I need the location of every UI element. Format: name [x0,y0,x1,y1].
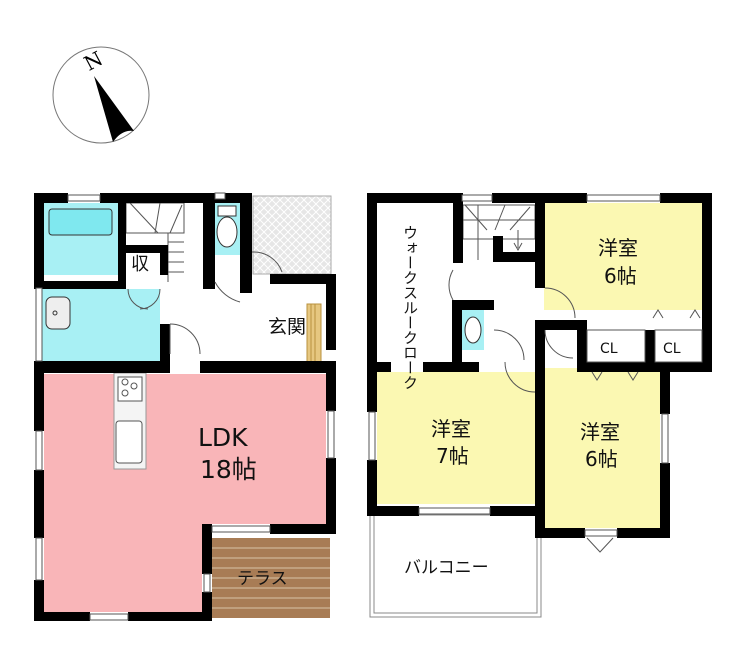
walkthrough-closet-label: ウォークスルークローク [401,225,419,390]
north-arrow-icon [94,76,134,142]
closet-1 [586,329,646,363]
walls-2f [367,193,712,538]
bathtub-icon [48,208,113,236]
stove-icon [117,376,143,402]
walkthrough-closet-text: ウォークスルークローク [401,225,419,390]
closet-2-label: CL [663,341,681,357]
western-room-6-se [545,368,660,528]
shoe-cabinet [306,303,322,363]
western-se-name: 洋室 [580,420,620,444]
closet-2 [654,329,703,363]
balcony-label: バルコニー [404,558,489,578]
terrace-label: テラス [237,569,288,589]
western-room-7 [377,372,537,504]
balcony [369,514,542,618]
floor-2: ウォークスルークローク 洋室 6帖 洋室 7帖 洋室 6帖 CL CL バルコニ… [367,193,712,618]
floor-1: 収 玄関 LDK 18帖 テラス [34,192,336,621]
doors-2f [448,269,701,553]
walls-1f [34,193,336,621]
ldk-name: LDK [198,423,248,452]
entrance-label: 玄関 [268,316,306,338]
sink-icon [45,296,71,330]
western-ne-size: 6帖 [604,264,637,288]
western-room-6-ne [544,203,702,310]
closet-1-label: CL [600,341,618,357]
porch-hatch [252,195,332,275]
western-se-size: 6帖 [585,447,618,471]
windows-2f [368,194,669,537]
storage-label: 収 [131,254,149,275]
windows-1f [35,192,335,621]
toilet-icon [216,216,238,248]
doors-1f [127,251,283,355]
kitchen-sink-icon [115,420,143,464]
western-w-size: 7帖 [436,444,469,468]
western-ne-name: 洋室 [598,236,638,260]
western-w-name: 洋室 [431,417,471,441]
ldk-size: 18帖 [200,455,257,484]
toilet-icon-2f [464,316,482,344]
compass: N [52,46,150,144]
